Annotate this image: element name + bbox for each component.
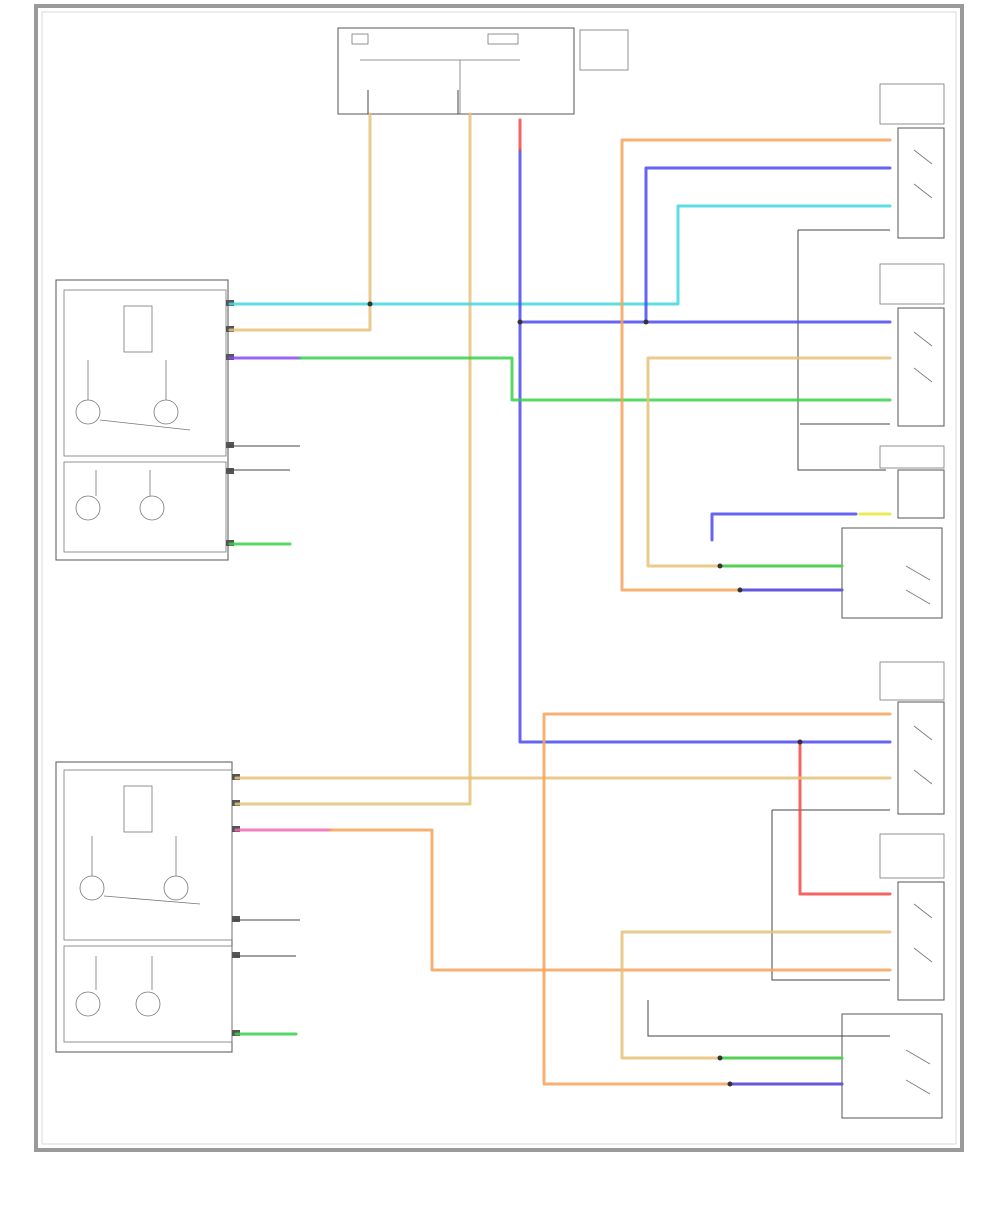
wire-tan-b bbox=[234, 112, 472, 806]
gray-wires bbox=[228, 90, 890, 1037]
wire-orange-lower-loop bbox=[542, 712, 892, 1086]
wire-blue-trunk bbox=[518, 148, 892, 744]
page-frame-inner bbox=[41, 11, 957, 1145]
left-module-upper bbox=[55, 279, 229, 561]
wire-orange-upper bbox=[620, 138, 892, 592]
wire-cyan bbox=[228, 204, 892, 306]
wire-blue-top bbox=[644, 166, 892, 324]
harness-wires bbox=[228, 112, 892, 1086]
left-module-lower bbox=[55, 761, 233, 1053]
wire-red bbox=[798, 740, 892, 896]
right-switch-upper bbox=[841, 83, 945, 619]
wire-tan-a bbox=[228, 112, 372, 332]
right-switch-lower bbox=[841, 661, 945, 1119]
wire-green bbox=[298, 356, 892, 402]
splice-points bbox=[367, 301, 803, 1087]
wire-orange-lower bbox=[328, 828, 892, 972]
page-frame bbox=[34, 4, 964, 1152]
wire-blue-mid bbox=[710, 512, 858, 542]
fuse-relay-box bbox=[337, 27, 629, 115]
